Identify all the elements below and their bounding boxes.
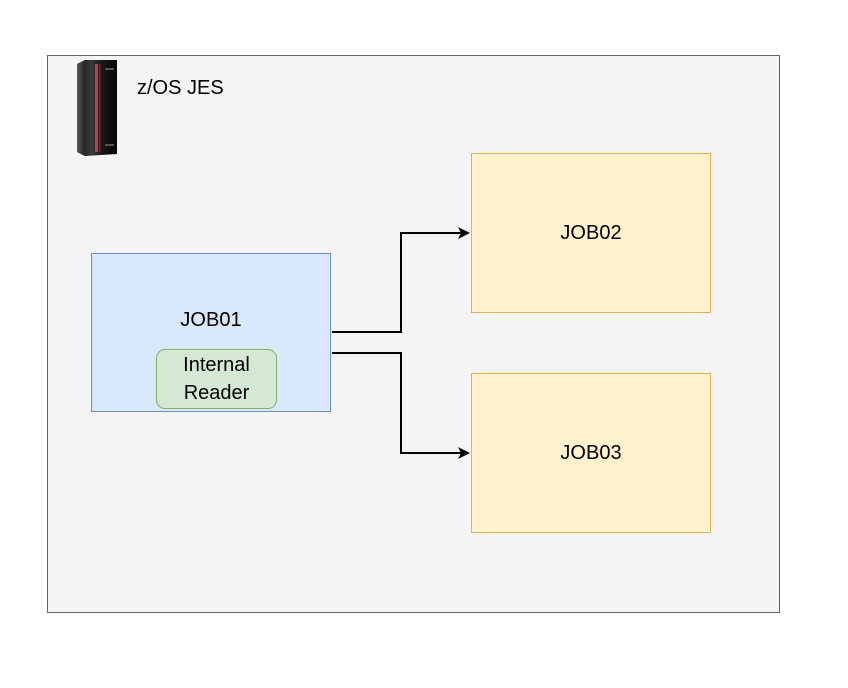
mainframe-server-icon (77, 60, 117, 156)
internal-reader-label-line2: Reader (183, 382, 250, 404)
container-title: z/OS JES (137, 77, 224, 99)
job03-label: JOB03 (560, 441, 622, 464)
job02-node: JOB02 (471, 153, 711, 313)
internal-reader-node: Internal Reader (156, 349, 277, 409)
internal-reader-label-line1: Internal (183, 354, 250, 376)
job02-label: JOB02 (560, 221, 622, 244)
job01-label: JOB01 (180, 309, 242, 331)
job03-node: JOB03 (471, 373, 711, 533)
